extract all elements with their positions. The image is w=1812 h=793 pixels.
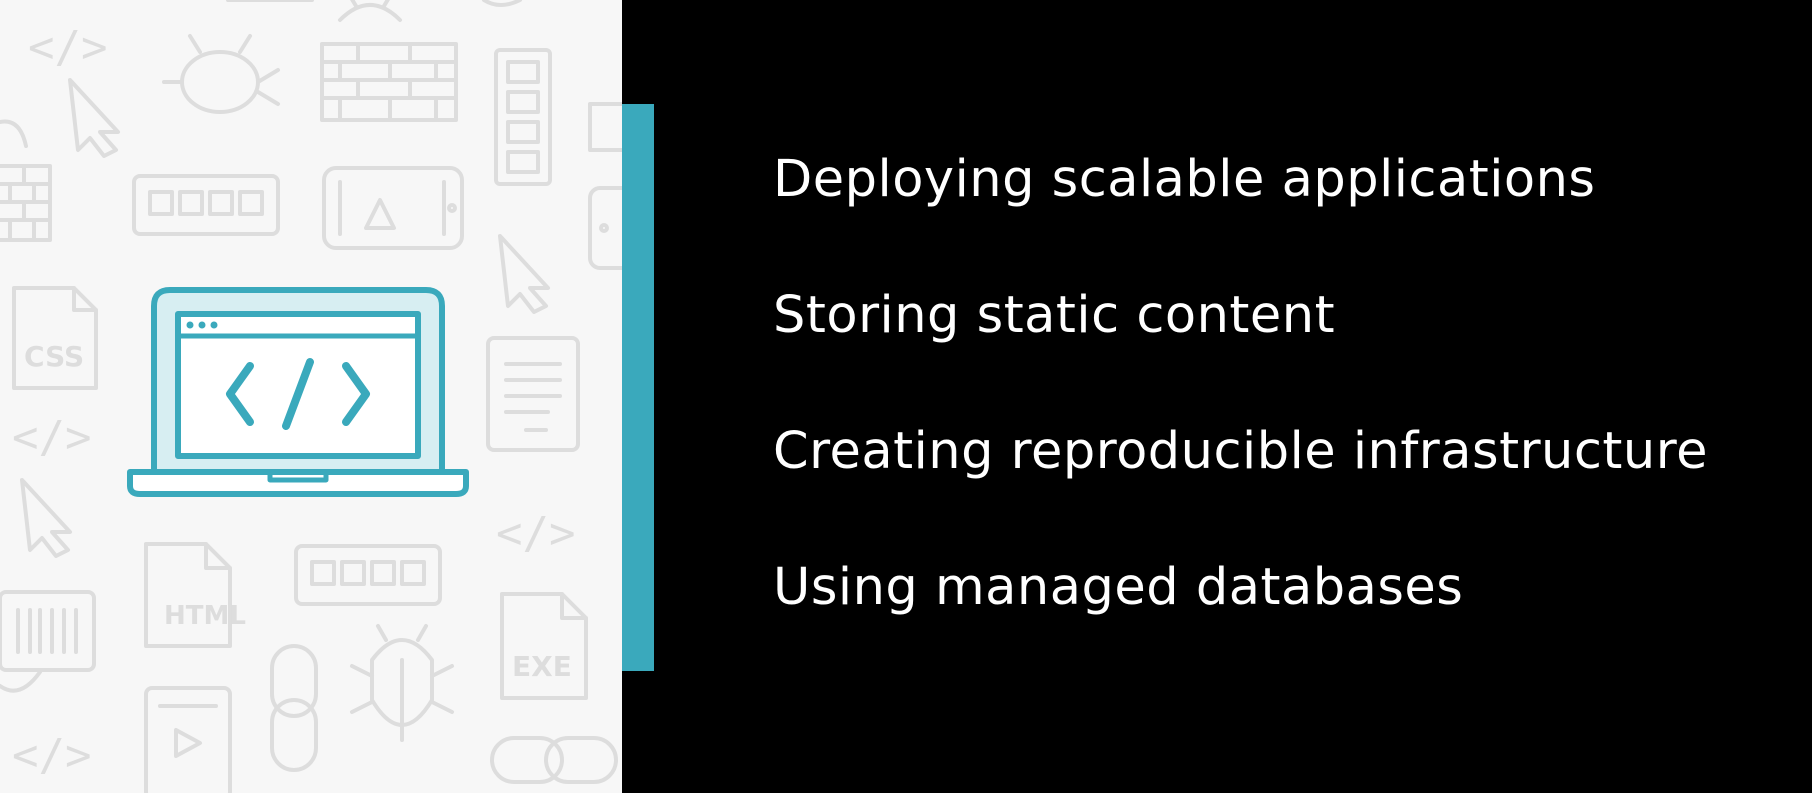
cursor-icon bbox=[498, 234, 550, 314]
svg-text:</>: </> bbox=[28, 22, 107, 73]
topic-item: Creating reproducible infrastructure bbox=[773, 422, 1708, 481]
code-icon: </> bbox=[12, 412, 91, 463]
code-icon: </> bbox=[28, 22, 107, 73]
css-file-icon: CSS bbox=[12, 286, 98, 390]
cursor-icon bbox=[20, 478, 72, 558]
document-icon bbox=[486, 336, 580, 452]
bug-icon bbox=[350, 624, 454, 742]
svg-text:</>: </> bbox=[12, 412, 91, 463]
topic-item: Storing static content bbox=[773, 286, 1336, 345]
document-icon bbox=[494, 48, 552, 186]
html-file-icon: HTML bbox=[144, 542, 246, 648]
phone-icon bbox=[322, 166, 464, 250]
brick-wall-icon bbox=[320, 42, 458, 122]
icon-pattern-background: </> </> </> </> bbox=[0, 0, 622, 793]
topic-item: Deploying scalable applications bbox=[773, 150, 1596, 209]
bug-icon bbox=[162, 34, 280, 114]
tablet-icon bbox=[144, 686, 232, 793]
svg-text:CSS: CSS bbox=[24, 340, 84, 373]
keyboard-icon bbox=[132, 174, 280, 236]
brick-wall-icon bbox=[0, 164, 52, 242]
illustration-panel: </> </> </> </> bbox=[0, 0, 622, 793]
code-icon: </> bbox=[496, 508, 575, 559]
topic-item: Using managed databases bbox=[773, 558, 1464, 617]
bug-icon bbox=[0, 119, 28, 148]
accent-bar bbox=[622, 104, 654, 671]
svg-text:EXE: EXE bbox=[512, 650, 572, 683]
svg-text:HTML: HTML bbox=[164, 601, 246, 631]
keyboard-icon bbox=[294, 544, 442, 606]
svg-text:</>: </> bbox=[496, 508, 575, 559]
exe-file-icon: EXE bbox=[500, 592, 588, 700]
chain-link-icon bbox=[270, 644, 318, 772]
phone-icon bbox=[588, 186, 622, 270]
chain-link-icon bbox=[490, 736, 618, 784]
code-icon: </> bbox=[12, 730, 91, 781]
laptop-code-icon bbox=[127, 287, 469, 497]
barcode-icon bbox=[0, 590, 96, 693]
bug-icon bbox=[338, 0, 402, 22]
svg-text:</>: </> bbox=[12, 730, 91, 781]
cursor-icon bbox=[68, 78, 120, 158]
